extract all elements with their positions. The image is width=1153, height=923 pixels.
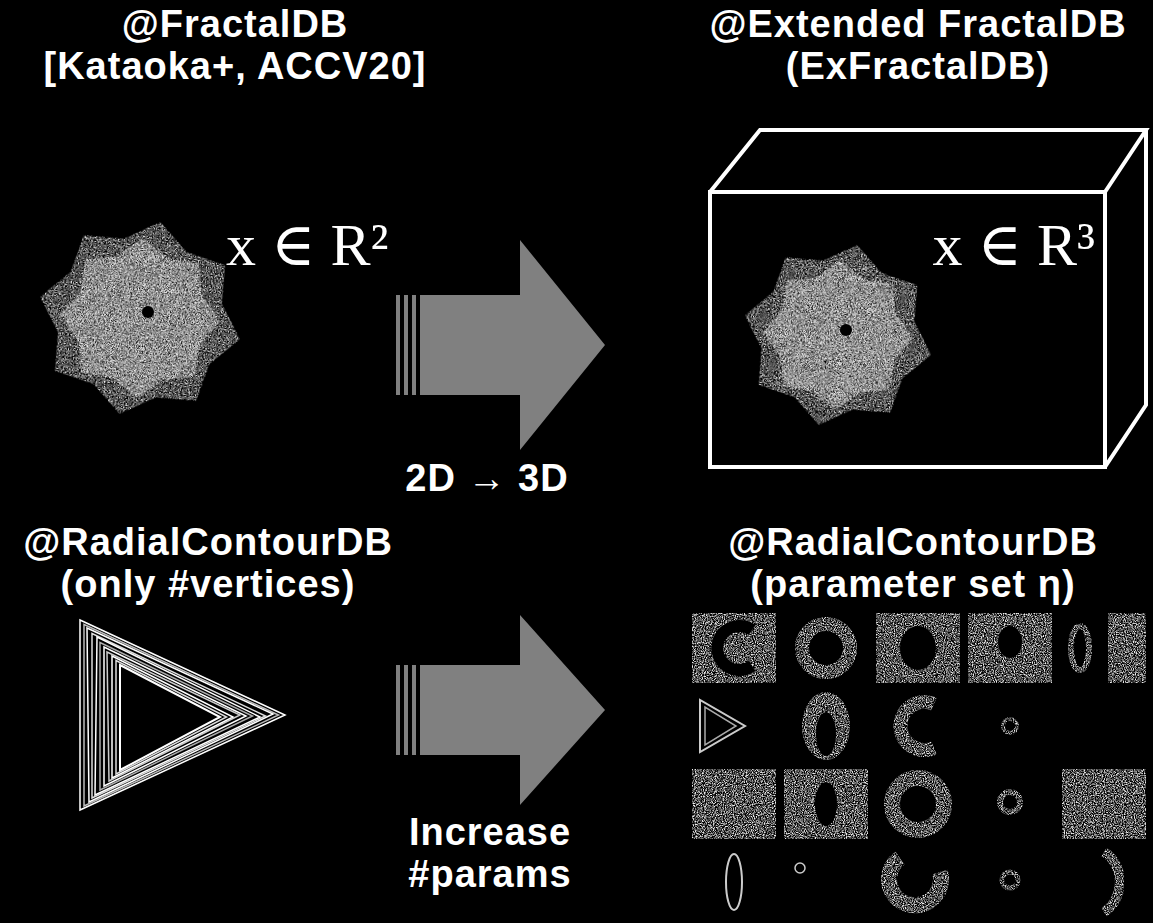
cube-edge xyxy=(1105,130,1146,467)
dataset-heading: @FractalDB [Kataoka+, ACCV20] xyxy=(25,4,445,88)
fractal-3d xyxy=(726,225,950,444)
block-arrow xyxy=(396,240,605,450)
contour-samples xyxy=(692,613,1146,912)
dataset-heading: @RadialContourDB (only #vertices) xyxy=(8,522,408,606)
fractal-2d xyxy=(20,201,260,435)
math-label: x ∈ R² xyxy=(226,212,426,278)
cube-outline xyxy=(706,126,1150,471)
arrow-label: Increase #params xyxy=(380,812,600,896)
math-label: x ∈ R³ xyxy=(895,212,1095,278)
nested-triangles xyxy=(80,620,285,810)
block-arrow xyxy=(396,615,605,805)
dataset-heading: @RadialContourDB (parameter set η) xyxy=(688,522,1138,606)
cube-box: @Extended FractalDB (ExFractalDB)x ∈ R³ xyxy=(706,126,1150,471)
arrow-label: 2D → 3D xyxy=(372,458,602,500)
cube-edge xyxy=(710,130,1146,192)
dataset-heading: @Extended FractalDB (ExFractalDB) xyxy=(693,4,1143,88)
cube-edge xyxy=(710,192,1105,467)
